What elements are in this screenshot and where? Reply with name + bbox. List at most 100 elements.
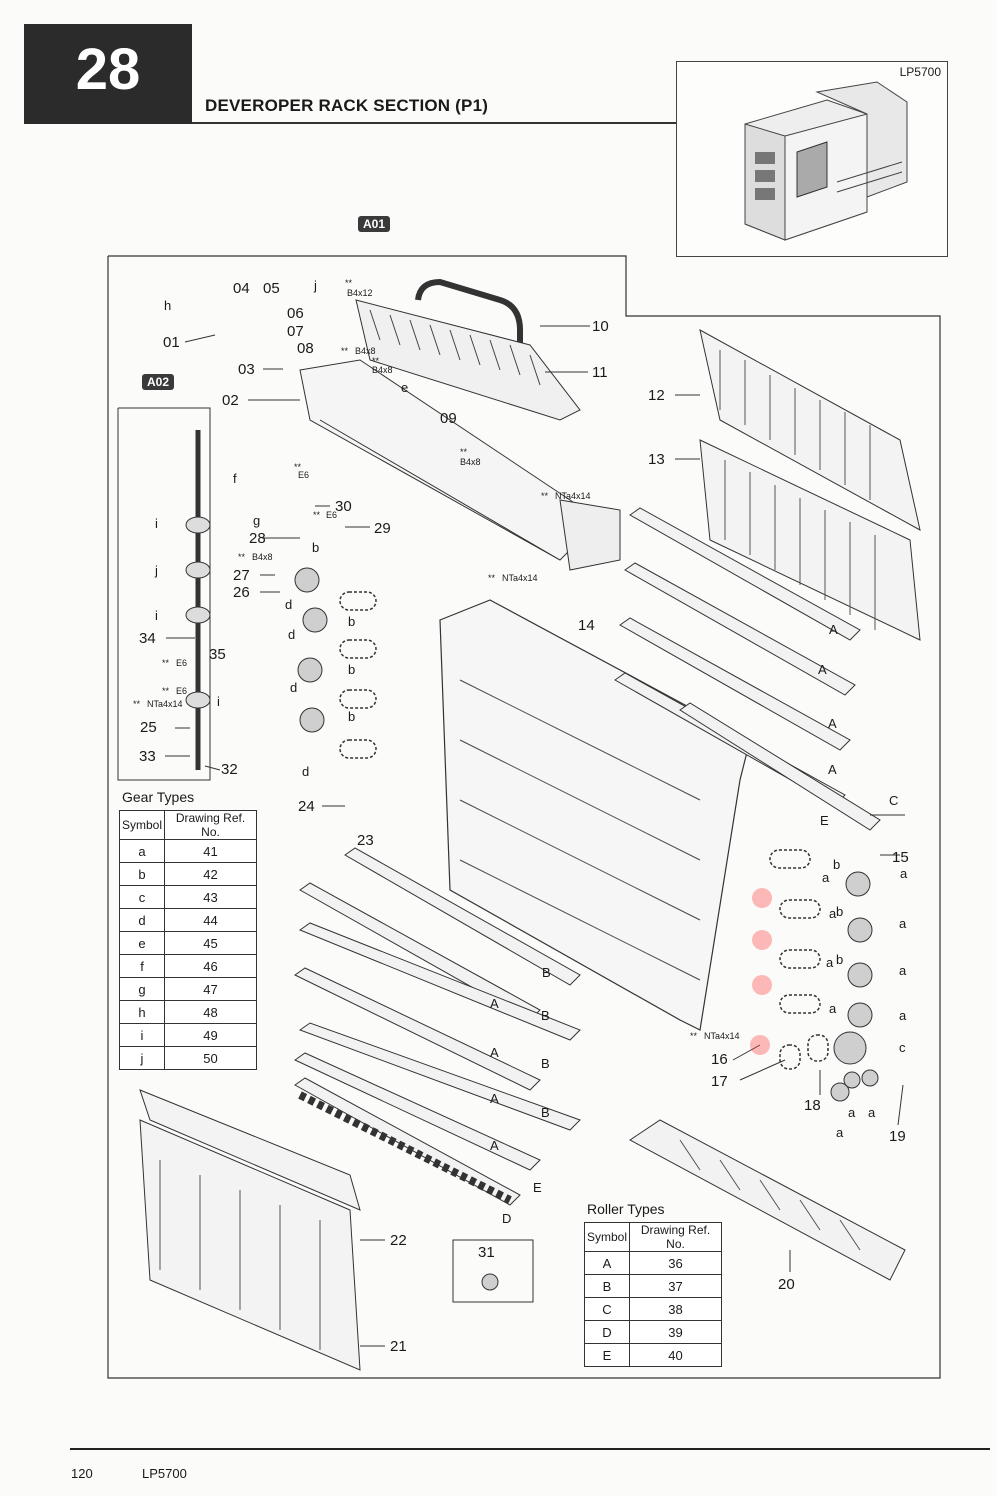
- callout-15: 15: [892, 849, 909, 866]
- gear-letter-e: e: [401, 380, 409, 395]
- ref-cell: 49: [164, 1023, 257, 1047]
- gear-letter-h: h: [164, 298, 172, 313]
- ref-cell: 38: [629, 1297, 722, 1321]
- callout-05: 05: [263, 280, 280, 297]
- col-header-symbol: Symbol: [119, 810, 165, 840]
- symbol-cell: g: [119, 977, 165, 1001]
- gear-letter-b: b: [312, 540, 320, 555]
- gear-letter-a: a: [822, 870, 830, 885]
- callout-35: 35: [209, 646, 226, 663]
- gear-letter-i: i: [155, 608, 158, 623]
- callout-20: 20: [778, 1276, 795, 1293]
- gear-letter-a: a: [848, 1105, 856, 1120]
- screw-stars-label: **: [133, 699, 141, 709]
- symbol-cell: B: [584, 1274, 630, 1298]
- section-number: 28: [75, 37, 141, 102]
- col-header-ref: Drawing Ref. No.: [629, 1222, 722, 1252]
- callout-16: 16: [711, 1051, 728, 1068]
- gear-letter-c: c: [899, 1040, 906, 1055]
- symbol-cell: d: [119, 908, 165, 932]
- roller-letter-b: B: [542, 965, 551, 980]
- screw-spec-e6: E6: [298, 470, 310, 480]
- roller-letter-b: B: [541, 1008, 550, 1023]
- roller-letter-a: A: [490, 1045, 499, 1060]
- callout-34: 34: [139, 630, 156, 647]
- ref-cell: 50: [164, 1046, 257, 1070]
- assembly-tag-a01: A01: [358, 216, 391, 232]
- screw-spec-e6: E6: [326, 510, 338, 520]
- gear-letter-a: a: [868, 1105, 876, 1120]
- roller-letter-b: B: [541, 1056, 550, 1071]
- section-number-box: 28: [24, 24, 192, 124]
- callout-12: 12: [648, 387, 665, 404]
- symbol-cell: A: [584, 1251, 630, 1275]
- callout-14: 14: [578, 617, 595, 634]
- callout-02: 02: [222, 392, 239, 409]
- ref-cell: 47: [164, 977, 257, 1001]
- gear-letter-b: b: [836, 904, 844, 919]
- gear-letter-j: j: [314, 278, 317, 293]
- ref-cell: 45: [164, 931, 257, 955]
- screw-spec-nta4x14: NTa4x14: [555, 491, 591, 501]
- callout-17: 17: [711, 1073, 728, 1090]
- col-header-ref: Drawing Ref. No.: [164, 810, 257, 840]
- symbol-cell: a: [119, 839, 165, 863]
- roller-letter-e: E: [533, 1180, 542, 1195]
- roller-letter-a: A: [828, 716, 837, 731]
- screw-stars-label: **: [238, 552, 246, 562]
- screw-spec-e6: E6: [176, 686, 188, 696]
- ref-cell: 48: [164, 1000, 257, 1024]
- callout-04: 04: [233, 280, 250, 297]
- callout-23: 23: [357, 832, 374, 849]
- gear-letter-b: b: [348, 709, 356, 724]
- table-header-row: Symbol Drawing Ref. No.: [119, 810, 257, 840]
- screw-spec-e6: E6: [176, 658, 188, 668]
- symbol-cell: e: [119, 931, 165, 955]
- thumbnail-model-label: LP5700: [899, 65, 941, 79]
- symbol-cell: i: [119, 1023, 165, 1047]
- screw-stars-label: **: [162, 658, 170, 668]
- gear-letter-a: a: [826, 955, 834, 970]
- screw-spec-nta4x14: NTa4x14: [147, 699, 183, 709]
- ref-cell: 42: [164, 862, 257, 886]
- symbol-cell: E: [584, 1343, 630, 1367]
- symbol-cell: f: [119, 954, 165, 978]
- callout-28: 28: [249, 530, 266, 547]
- ref-cell: 43: [164, 885, 257, 909]
- roller-letter-a: A: [490, 1138, 499, 1153]
- callout-27: 27: [233, 567, 250, 584]
- highlight-marker: [752, 888, 772, 908]
- callout-21: 21: [390, 1338, 407, 1355]
- roller-letter-a: A: [818, 662, 827, 677]
- page-number: 120: [71, 1466, 93, 1481]
- ref-cell: 37: [629, 1274, 722, 1298]
- gear-letter-a: a: [900, 866, 908, 881]
- gear-letter-g: g: [253, 513, 261, 528]
- ref-cell: 40: [629, 1343, 722, 1367]
- roller-letter-a: A: [829, 622, 838, 637]
- callout-25: 25: [140, 719, 157, 736]
- screw-spec-b4x8: B4x8: [252, 552, 273, 562]
- callout-09: 09: [440, 410, 457, 427]
- gear-letter-i: i: [155, 516, 158, 531]
- gear-letter-a: a: [829, 906, 837, 921]
- table-header-row: Symbol Drawing Ref. No.: [584, 1222, 722, 1252]
- symbol-cell: h: [119, 1000, 165, 1024]
- screw-stars-label: **: [372, 356, 380, 366]
- screw-spec-b4x12: B4x12: [347, 288, 373, 298]
- gear-letter-a: a: [829, 1001, 837, 1016]
- screw-spec-b4x8: B4x8: [355, 346, 376, 356]
- callout-11: 11: [592, 364, 608, 381]
- gear-letter-b: b: [348, 614, 356, 629]
- callout-01: 01: [163, 334, 180, 351]
